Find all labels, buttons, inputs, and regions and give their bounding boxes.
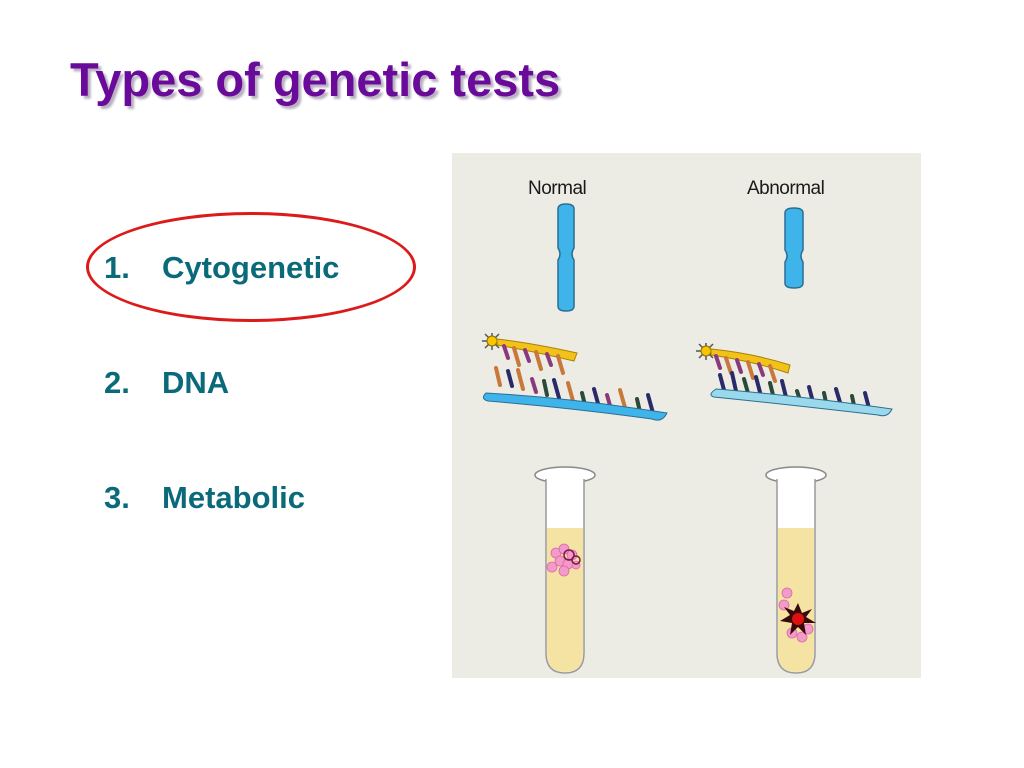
genetic-test-figure: Normal Abnormal xyxy=(452,153,921,678)
highlight-oval xyxy=(86,212,416,322)
test-tube-abnormal-icon xyxy=(765,466,827,674)
test-tube-icon xyxy=(534,466,596,674)
list-number: 1. xyxy=(104,250,130,285)
dna-probe-abnormal-icon xyxy=(696,343,893,417)
list-item-dna: 2. DNA xyxy=(104,365,229,401)
list-label: Metabolic xyxy=(162,480,305,515)
normal-label: Normal xyxy=(528,178,587,199)
slide-title: Types of genetic tests xyxy=(70,53,561,106)
list-label: Cytogenetic xyxy=(162,250,340,285)
list-item-cytogenetic: 1. Cytogenetic xyxy=(104,250,339,286)
list-label: DNA xyxy=(162,365,230,400)
chromosome-abnormal-icon xyxy=(784,207,804,289)
dna-probe-icon xyxy=(482,333,668,421)
chromosome-icon xyxy=(557,203,575,312)
list-number: 2. xyxy=(104,365,130,400)
abnormal-label: Abnormal xyxy=(747,178,825,199)
list-item-metabolic: 3. Metabolic xyxy=(104,480,305,516)
list-number: 3. xyxy=(104,480,130,515)
